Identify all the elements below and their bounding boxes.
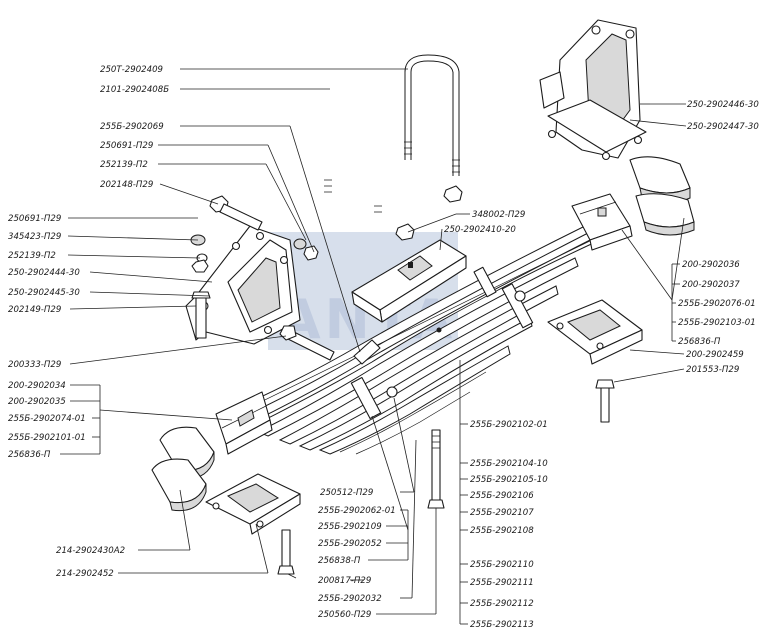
bolt-right-lower [595,379,615,423]
label-202149-p29: 202149-П29 [8,305,61,315]
label-252139-p2: 252139-П2 [8,251,56,261]
label-256836-p-right: 256836-П [678,337,721,347]
centre-bolt [427,429,445,509]
label-255b-2902032: 255Б-2902032 [318,594,382,604]
label-255b-2902106: 255Б-2902106 [470,491,534,501]
label-255b-2902105-10: 255Б-2902105-10 [470,475,548,485]
label-348002-p29: 348002-П29 [472,210,525,220]
label-250691-p29: 250691-П29 [8,214,61,224]
rear-lower-bracket [547,299,643,365]
label-345423-p29: 345423-П29 [8,232,61,242]
rear-bracket [539,19,647,161]
label-200-2902036: 200-2902036 [682,260,740,270]
label-255b-2902076-01: 255Б-2902076-01 [678,299,756,309]
label-200333-p29: 200333-П29 [8,360,61,370]
label-255b-2902113: 255Б-2902113 [470,620,534,630]
label-255b-2902062-01: 255Б-2902062-01 [318,506,396,516]
label-252139-p2-top: 252139-П2 [100,160,148,170]
label-2101-2902408b: 2101-2902408Б [100,85,169,95]
front-lower-bracket [205,473,301,535]
label-255b-2902103-01: 255Б-2902103-01 [678,318,756,328]
bolt-front-lower [277,529,295,575]
label-255b-2902111: 255Б-2902111 [470,578,534,588]
label-255b-2902110: 255Б-2902110 [470,560,534,570]
label-250-2902444-30: 250-2902444-30 [8,268,80,278]
label-250-2902410-20: 250-2902410-20 [444,225,516,235]
label-255b-2902102-01: 255Б-2902102-01 [470,420,548,430]
label-256836-p-left: 256836-П [8,450,51,460]
right-end-pad [571,193,633,251]
front-rubber-cushions [151,426,215,512]
label-250t-2902409: 250Т-2902409 [100,65,163,75]
label-214-2902430a2: 214-2902430А2 [56,546,125,556]
spring-leaf-pack [227,225,601,455]
label-255b-2902052: 255Б-2902052 [318,539,382,549]
label-250691-p29-top: 250691-П29 [100,141,153,151]
label-200-2902037: 200-2902037 [682,280,740,290]
leader-lines [60,68,687,625]
label-255b-2902108: 255Б-2902108 [470,526,534,536]
label-256838-p: 256838-П [318,556,361,566]
label-255b-2902109: 255Б-2902109 [318,522,382,532]
label-250-2902445-30: 250-2902445-30 [8,288,80,298]
label-255b-2902069: 255Б-2902069 [100,122,164,132]
label-255b-2902112: 255Б-2902112 [470,599,534,609]
left-end-pad [215,391,273,455]
u-bolt-nuts [395,185,463,241]
rear-rubber-cushions [629,156,695,236]
label-200-2902459: 200-2902459 [686,350,744,360]
front-bracket-hardware [190,195,381,365]
spring-saddle [351,239,467,323]
label-255b-2902104-10: 255Б-2902104-10 [470,459,548,469]
label-202148-p29: 202148-П29 [100,180,153,190]
label-255b-2902074-01: 255Б-2902074-01 [8,414,86,424]
label-201553-p29: 201553-П29 [686,365,739,375]
label-250512-p29: 250512-П29 [320,488,373,498]
label-200817-p29: 200817-П29 [318,576,371,586]
label-200-2902034: 200-2902034 [8,381,66,391]
label-255b-2902107: 255Б-2902107 [470,508,534,518]
u-bolt-rear [404,54,460,176]
label-214-2902452: 214-2902452 [56,569,114,579]
u-bolt-front [324,93,382,213]
label-250-2902447-30: 250-2902447-30 [687,122,759,132]
part-labels: 250Т-2902409 2101-2902408Б 255Б-2902069 … [8,65,759,630]
label-250-2902446-30: 250-2902446-30 [687,100,759,110]
label-255b-2902101-01: 255Б-2902101-01 [8,433,86,443]
label-250560-p29: 250560-П29 [318,610,371,620]
label-200-2902035: 200-2902035 [8,397,66,407]
